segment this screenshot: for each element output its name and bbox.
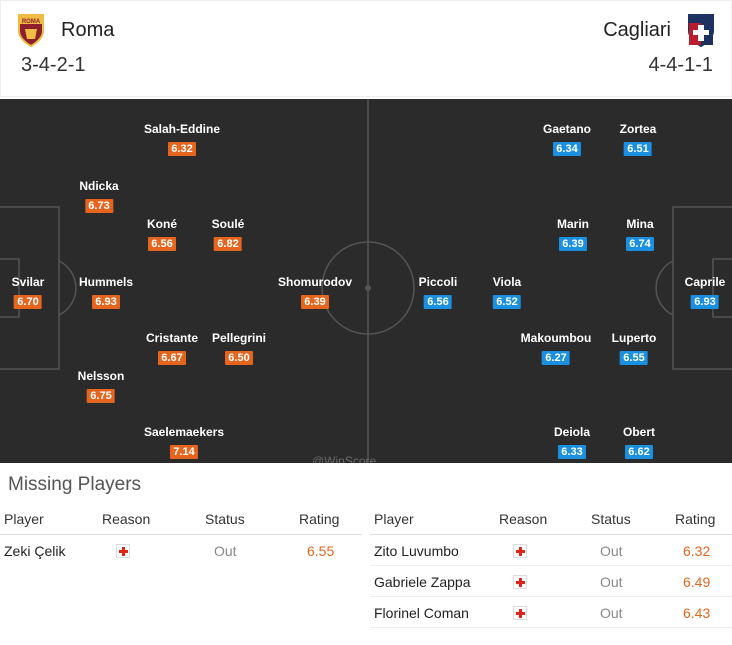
player-name: Zeki Çelik: [4, 543, 66, 559]
player-rating: 6.56: [148, 237, 176, 251]
pitch: Svilar 6.70 Ndicka 6.73 Hummels 6.93 Nel…: [0, 99, 732, 463]
player-status: Out: [214, 543, 237, 559]
col-status: Status: [591, 511, 631, 527]
player-name: Gabriele Zappa: [374, 574, 471, 590]
away-player-def-3[interactable]: Luperto 6.55: [611, 331, 657, 365]
home-player-mid-4[interactable]: Saelemaekers 7.14: [143, 425, 225, 459]
player-rating: 6.75: [87, 389, 115, 403]
home-formation: 3-4-2-1: [21, 54, 86, 76]
away-formation: 4-4-1-1: [648, 54, 713, 76]
table-header: Player Reason Status Rating: [0, 504, 362, 535]
col-player: Player: [4, 511, 44, 527]
player-rating: 6.93: [691, 295, 719, 309]
col-player: Player: [374, 511, 414, 527]
away-missing-table: Player Reason Status Rating Zito Luvumbo…: [370, 504, 732, 628]
missing-players-title: Missing Players: [8, 474, 142, 495]
col-status: Status: [205, 511, 245, 527]
home-player-am-2[interactable]: Pellegrini 6.50: [211, 331, 267, 365]
red-cross-injury-icon: [513, 606, 527, 620]
col-rating: Rating: [675, 511, 716, 527]
player-rating: 6.56: [424, 295, 452, 309]
watermark: @WinScore: [312, 454, 377, 463]
player-rating: 6.34: [552, 142, 581, 156]
player-rating: 6.49: [683, 574, 711, 590]
player-name: Florinel Coman: [374, 605, 469, 621]
home-player-mid-1[interactable]: Salah-Eddine 6.32: [143, 122, 221, 156]
player-rating: 6.55: [307, 543, 335, 559]
svg-text:ROMA: ROMA: [22, 19, 41, 25]
home-player-mid-3[interactable]: Cristante 6.67: [145, 331, 199, 365]
away-player-def-1[interactable]: Zortea 6.51: [619, 122, 657, 156]
player-status: Out: [600, 605, 623, 621]
player-rating: 6.93: [92, 295, 120, 309]
home-player-def-3[interactable]: Nelsson 6.75: [77, 369, 125, 403]
player-rating: 7.14: [169, 445, 198, 459]
match-header: ROMA Roma 3-4-2-1 Cagliari 4-4-1-1: [0, 0, 732, 97]
player-rating: 6.32: [683, 543, 711, 559]
away-player-gk[interactable]: Caprile 6.93: [684, 275, 726, 309]
red-cross-injury-icon: [116, 544, 130, 558]
table-row[interactable]: Florinel Coman Out 6.43: [370, 597, 732, 628]
away-player-def-4[interactable]: Obert 6.62: [622, 425, 656, 459]
player-rating: 6.73: [84, 199, 113, 213]
col-rating: Rating: [299, 511, 340, 527]
player-rating: 6.51: [624, 142, 652, 156]
player-name: Zito Luvumbo: [374, 543, 459, 559]
player-rating: 6.33: [557, 445, 586, 459]
player-rating: 6.70: [13, 295, 42, 309]
away-player-mid-3[interactable]: Makoumbou 6.27: [520, 331, 592, 365]
player-rating: 6.43: [683, 605, 711, 621]
player-rating: 6.52: [493, 295, 521, 309]
player-rating: 6.32: [167, 142, 196, 156]
col-reason: Reason: [102, 511, 151, 527]
player-status: Out: [600, 543, 623, 559]
col-reason: Reason: [499, 511, 548, 527]
red-cross-injury-icon: [513, 544, 527, 558]
home-player-def-1[interactable]: Ndicka 6.73: [79, 179, 119, 213]
away-player-mid-4[interactable]: Deiola 6.33: [553, 425, 591, 459]
home-player-am-1[interactable]: Soulé 6.82: [211, 217, 245, 251]
player-rating: 6.74: [626, 237, 654, 251]
home-team-name: Roma: [61, 19, 115, 41]
away-player-mid-2[interactable]: Marin 6.39: [556, 217, 590, 251]
table-row[interactable]: Zeki Çelik Out 6.55: [0, 535, 362, 566]
cagliari-crest-icon: [688, 14, 714, 47]
player-rating: 6.62: [624, 445, 653, 459]
player-rating: 6.67: [157, 351, 186, 365]
home-player-mid-2[interactable]: Koné 6.56: [147, 217, 177, 251]
player-rating: 6.39: [558, 237, 587, 251]
home-missing-table: Player Reason Status Rating Zeki Çelik O…: [0, 504, 362, 566]
away-player-mid-1[interactable]: Gaetano 6.34: [542, 122, 592, 156]
player-rating: 6.82: [213, 237, 242, 251]
table-row[interactable]: Zito Luvumbo Out 6.32: [370, 535, 732, 566]
away-player-am-1[interactable]: Viola 6.52: [492, 275, 522, 309]
home-player-fw-1[interactable]: Shomurodov 6.39: [278, 275, 352, 309]
roma-crest-icon: ROMA: [18, 14, 44, 47]
home-player-def-2[interactable]: Hummels 6.93: [78, 275, 134, 309]
player-rating: 6.39: [301, 295, 329, 309]
pitch-lines: [0, 99, 732, 463]
player-rating: 6.27: [541, 351, 570, 365]
away-team-name: Cagliari: [603, 19, 671, 41]
player-rating: 6.50: [225, 351, 253, 365]
player-status: Out: [600, 574, 623, 590]
home-player-gk[interactable]: Svilar 6.70: [11, 275, 45, 309]
away-player-def-2[interactable]: Mina 6.74: [626, 217, 654, 251]
red-cross-injury-icon: [513, 575, 527, 589]
table-row[interactable]: Gabriele Zappa Out 6.49: [370, 566, 732, 597]
away-player-fw-1[interactable]: Piccoli 6.56: [418, 275, 458, 309]
player-rating: 6.55: [619, 351, 648, 365]
table-header: Player Reason Status Rating: [370, 504, 732, 535]
